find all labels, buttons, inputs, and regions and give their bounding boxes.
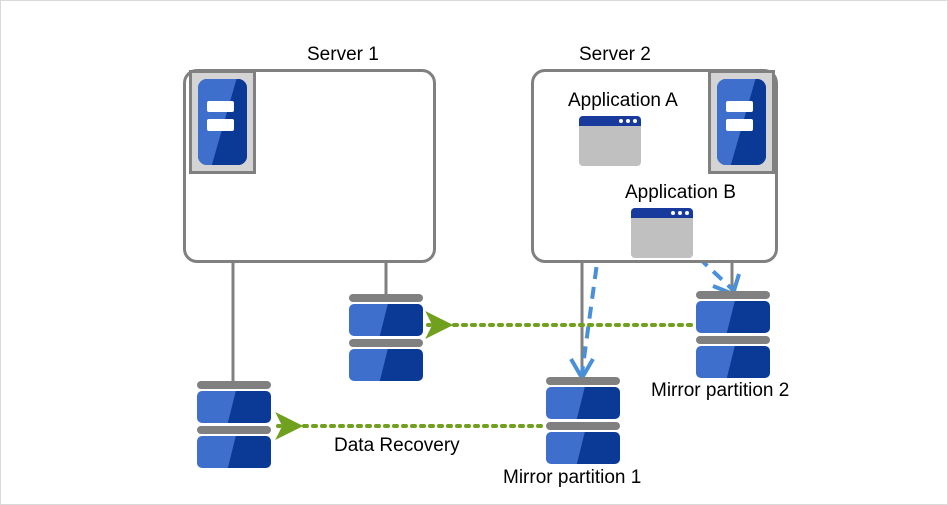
- disk-platter: [696, 301, 770, 333]
- disk-platter: [349, 349, 423, 381]
- application-b-label: Application B: [625, 182, 736, 203]
- write-arrow-app-a: [580, 167, 612, 374]
- server-tower-body: [198, 79, 247, 165]
- mirror-partition-1-label: Mirror partition 1: [503, 467, 642, 488]
- disk-unit: [546, 422, 620, 464]
- disk-unit: [696, 291, 770, 333]
- disk-platter: [349, 304, 423, 336]
- disk-stack-server1-secondary: [349, 294, 423, 381]
- disk-platter: [197, 436, 271, 468]
- disk-stack-server1-primary: [197, 381, 271, 468]
- disk-platter: [197, 391, 271, 423]
- app-window-dot: [671, 211, 675, 215]
- disk-unit: [197, 381, 271, 423]
- server-tower-icon: [189, 70, 256, 174]
- disk-unit: [349, 294, 423, 336]
- server-tower-bar-top: [725, 100, 754, 112]
- mirror-partition-2-label: Mirror partition 2: [651, 380, 790, 401]
- disk-cap: [546, 422, 620, 430]
- disk-cap: [197, 426, 271, 434]
- server-tower-body: [717, 79, 766, 165]
- app-window-titlebar: [579, 116, 641, 126]
- disk-unit: [197, 426, 271, 468]
- disk-platter: [696, 346, 770, 378]
- disk-stack-mirror-partition-2: [696, 291, 770, 378]
- server1-title: Server 1: [307, 44, 379, 65]
- application-a-label: Application A: [568, 90, 678, 111]
- app-window-titlebar: [631, 208, 693, 218]
- disk-cap: [696, 336, 770, 344]
- disk-cap: [696, 291, 770, 299]
- disk-platter: [546, 432, 620, 464]
- app-window-dot: [619, 119, 623, 123]
- app-window-dot: [626, 119, 630, 123]
- server-tower-bar-top: [206, 100, 235, 112]
- disk-unit: [349, 339, 423, 381]
- server-tower-bar-bottom: [206, 119, 235, 131]
- disk-cap: [197, 381, 271, 389]
- disk-unit: [546, 377, 620, 419]
- data-recovery-label: Data Recovery: [334, 435, 460, 456]
- application-window-icon-a: [579, 116, 641, 166]
- app-window-dot: [678, 211, 682, 215]
- disk-cap: [349, 339, 423, 347]
- server-tower-icon: [708, 70, 775, 174]
- disk-cap: [349, 294, 423, 302]
- app-window-dot: [685, 211, 689, 215]
- disk-cap: [546, 377, 620, 385]
- app-window-dot: [633, 119, 637, 123]
- disk-unit: [696, 336, 770, 378]
- disk-platter: [546, 387, 620, 419]
- disk-stack-mirror-partition-1: [546, 377, 620, 464]
- server2-title: Server 2: [579, 44, 651, 65]
- server-tower-bar-bottom: [725, 119, 754, 131]
- application-window-icon-b: [631, 208, 693, 258]
